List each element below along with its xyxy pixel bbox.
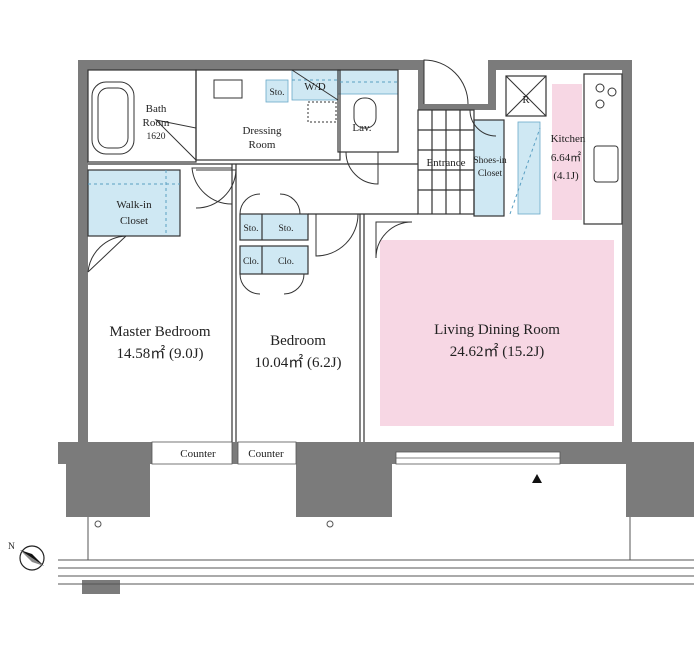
walk-in-label-1: Walk-in — [116, 199, 152, 211]
interior-lines — [87, 69, 623, 442]
shoes-closet-label-1: Shoes-in — [473, 156, 507, 166]
storage-left-label: Sto. — [243, 224, 258, 234]
shoes-closet-label-2: Closet — [478, 169, 503, 179]
counter-left-label: Counter — [180, 448, 216, 460]
living-dining-fill — [380, 240, 614, 426]
refrigerator-label: R — [522, 94, 530, 106]
shoes-closet-fill — [473, 119, 505, 217]
compass-north-label: N — [8, 542, 15, 552]
dressing-label-2: Room — [249, 139, 276, 151]
ldk-fills — [380, 84, 614, 426]
drain-left — [94, 520, 102, 528]
lav-door — [345, 151, 379, 185]
closet-left-label: Clo. — [243, 257, 259, 267]
stove-burner-1 — [595, 83, 605, 93]
entrance-door — [423, 59, 469, 105]
dressing-door — [195, 169, 237, 209]
washbasin — [213, 79, 243, 99]
drain-center — [326, 520, 334, 528]
toilet — [353, 97, 377, 129]
closet-row-fill — [239, 245, 309, 275]
fixtures — [91, 69, 619, 183]
bedroom-label: Bedroom — [270, 333, 326, 349]
kitchen-sink — [593, 145, 619, 183]
stove-burner-3 — [595, 99, 605, 109]
master-bedroom-label: Master Bedroom — [109, 324, 211, 340]
dressing-label-1: Dressing — [242, 125, 282, 137]
kitchen-fill — [552, 84, 582, 220]
bath-door — [154, 119, 197, 162]
lav-label: Lav. — [352, 122, 371, 134]
window-marker — [532, 474, 542, 483]
balcony — [58, 517, 694, 585]
ldr-door — [375, 221, 413, 259]
closet-right-label: Clo. — [278, 257, 294, 267]
stove-burner-2 — [607, 87, 617, 97]
living-dining-label: Living Dining Room — [434, 322, 560, 338]
kitchen-strip-fill — [517, 121, 541, 215]
kitchen-label-3: (4.1J) — [553, 170, 579, 182]
bath-label-2: Room — [143, 117, 170, 129]
storage-right-label: Sto. — [278, 224, 293, 234]
compass: N — [8, 542, 45, 571]
walkin-door — [87, 235, 127, 273]
bath-label-3: 1620 — [147, 132, 166, 142]
door-swings — [87, 59, 497, 295]
storage-small-fill — [265, 79, 289, 103]
bath-label-1: Bath — [146, 103, 167, 115]
bathtub — [91, 81, 135, 155]
dashed-lines — [88, 79, 541, 236]
storage-small-label: Sto. — [269, 88, 284, 98]
kitchen-label-1: Kitchen — [551, 133, 586, 145]
storage-row-fill — [239, 213, 309, 241]
wd-label: W/D — [304, 81, 325, 93]
windows — [151, 441, 561, 465]
counter-right-label: Counter — [248, 448, 284, 460]
walk-in-label-2: Closet — [120, 215, 148, 227]
bedroom-area: 10.04㎡ (6.2J) — [254, 354, 341, 371]
living-dining-area: 24.62㎡ (15.2J) — [450, 343, 545, 360]
kitchen-label-2: 6.64㎡ — [551, 151, 581, 164]
entrance-label: Entrance — [426, 157, 465, 169]
bedroom-door — [315, 213, 359, 257]
master-bedroom-area: 14.58㎡ (9.0J) — [116, 345, 203, 362]
room-labels: Bath Room 1620 Dressing Room Sto. W/D La… — [109, 81, 586, 460]
